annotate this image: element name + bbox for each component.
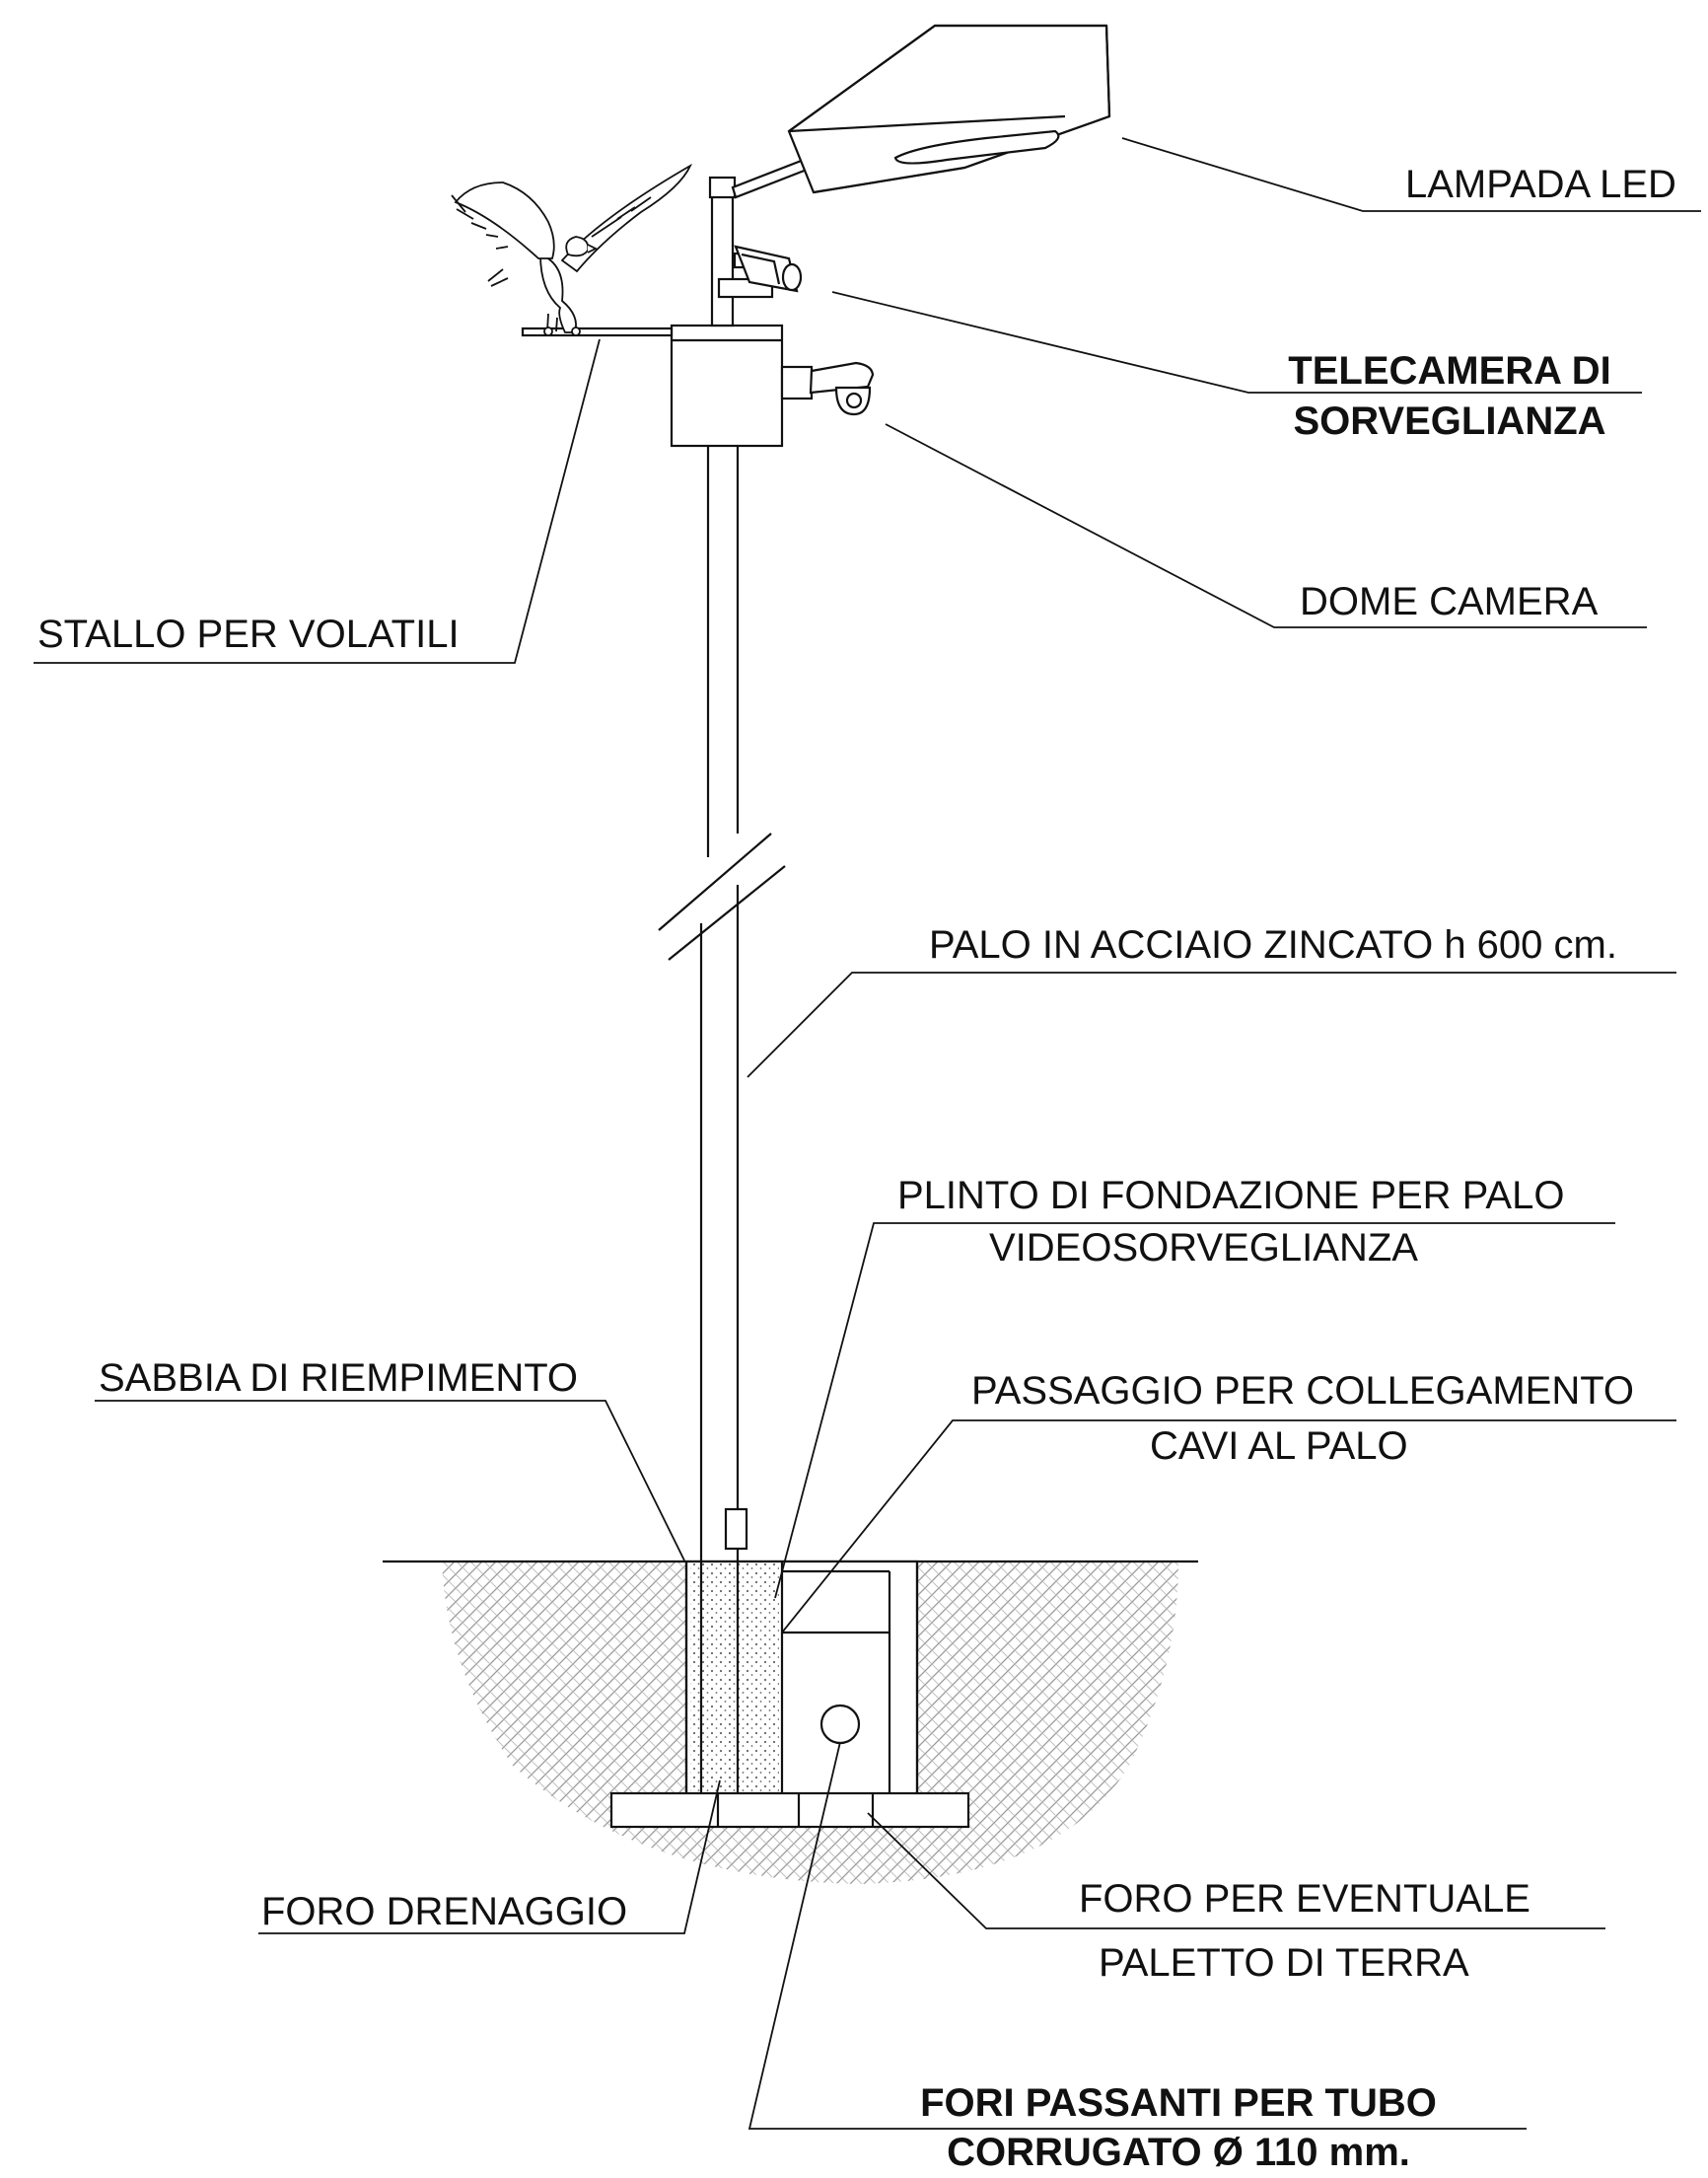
label-telecamera-line2: SORVEGLIANZA xyxy=(1293,399,1606,443)
bird-falcon xyxy=(451,163,692,336)
label-foro-drenaggio: FORO DRENAGGIO xyxy=(261,1890,628,1933)
label-fori-line2: CORRUGATO Ø 110 mm. xyxy=(947,2131,1410,2174)
label-foro-terra-line1: FORO PER EVENTUALE xyxy=(1079,1877,1530,1921)
label-telecamera-line1: TELECAMERA DI xyxy=(1288,349,1611,393)
pole-lower xyxy=(699,885,748,1793)
pole-break xyxy=(658,833,772,931)
leader-foro-terra xyxy=(867,1812,1605,1929)
surveillance-camera xyxy=(717,245,803,299)
label-foro-terra-line2: PALETTO DI TERRA xyxy=(1099,1941,1469,1985)
mast-top xyxy=(710,178,735,327)
leader-fori xyxy=(747,1741,1527,2130)
pole-upper xyxy=(706,446,740,857)
leader-lampada xyxy=(1121,137,1701,212)
label-dome-camera: DOME CAMERA xyxy=(1300,580,1599,623)
junction-box xyxy=(670,324,784,448)
leader-dome xyxy=(885,423,1647,628)
leader-drenaggio xyxy=(258,1779,721,1934)
leader-sabbia xyxy=(95,1400,685,1561)
leader-stallo xyxy=(34,338,601,664)
sand-fill xyxy=(690,1563,779,1793)
label-palo-acciaio: PALO IN ACCIAIO ZINCATO h 600 cm. xyxy=(929,923,1617,967)
lamp-arm xyxy=(731,158,809,199)
leader-passaggio xyxy=(781,1419,1676,1634)
label-lampada-led: LAMPADA LED xyxy=(1405,163,1676,206)
bird-perch xyxy=(521,327,674,337)
label-plinto-line1: PLINTO DI FONDAZIONE PER PALO xyxy=(897,1174,1565,1217)
label-stallo-per-volatili: STALLO PER VOLATILI xyxy=(37,613,460,656)
leader-plinto xyxy=(774,1222,1615,1599)
label-sabbia-riempimento: SABBIA DI RIEMPIMENTO xyxy=(99,1356,579,1400)
label-fori-line1: FORI PASSANTI PER TUBO xyxy=(920,2081,1437,2125)
label-passaggio-line2: CAVI AL PALO xyxy=(1150,1424,1408,1468)
leader-lines xyxy=(34,137,1701,2130)
label-plinto-line2: VIDEOSORVEGLIANZA xyxy=(989,1226,1418,1270)
leader-telecamera xyxy=(831,291,1642,394)
dome-camera xyxy=(780,361,875,416)
leader-palo xyxy=(747,972,1676,1078)
label-passaggio-line1: PASSAGGIO PER COLLEGAMENTO xyxy=(971,1369,1635,1413)
led-lamp xyxy=(787,24,1111,194)
